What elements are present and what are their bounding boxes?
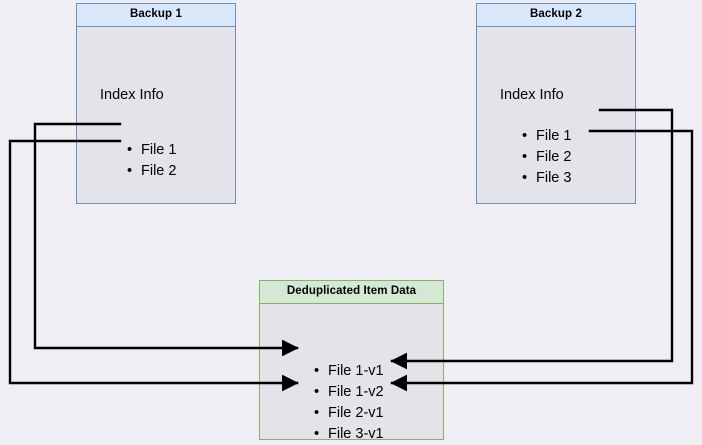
node-backup-2-body: Index Info File 1 File 2 File 3 [477,26,635,203]
list-item: File 2-v1 [312,403,384,424]
node-deduplicated-item-data-body: File 1-v1 File 1-v2 File 2-v1 File 3-v1 [260,303,443,445]
list-item: File 1-v2 [312,382,384,403]
node-deduplicated-item-data-file-list: File 1-v1 File 1-v2 File 2-v1 File 3-v1 [312,361,384,445]
node-deduplicated-item-data-header: Deduplicated Item Data [286,285,417,297]
node-backup-2-index-label: Index Info [500,87,564,103]
list-item: File 1-v1 [312,361,384,382]
node-backup-1-body: Index Info File 1 File 2 [77,26,235,203]
node-backup-2-header: Backup 2 [530,8,582,20]
list-item: File 3-v1 [312,424,384,445]
node-backup-1[interactable]: Backup 1 Index Info File 1 File 2 [76,3,236,204]
list-item: File 2 [125,161,176,182]
node-backup-2[interactable]: Backup 2 Index Info File 1 File 2 File 3 [476,3,636,204]
node-backup-1-header: Backup 1 [130,8,182,20]
list-item: File 3 [520,168,571,189]
list-item: File 1 [520,126,571,147]
list-item: File 1 [125,140,176,161]
list-item: File 2 [520,147,571,168]
node-backup-1-file-list: File 1 File 2 [125,140,176,182]
node-deduplicated-item-data[interactable]: Deduplicated Item Data File 1-v1 File 1-… [259,280,444,445]
node-backup-1-index-label: Index Info [100,87,164,103]
node-backup-2-file-list: File 1 File 2 File 3 [520,126,571,189]
